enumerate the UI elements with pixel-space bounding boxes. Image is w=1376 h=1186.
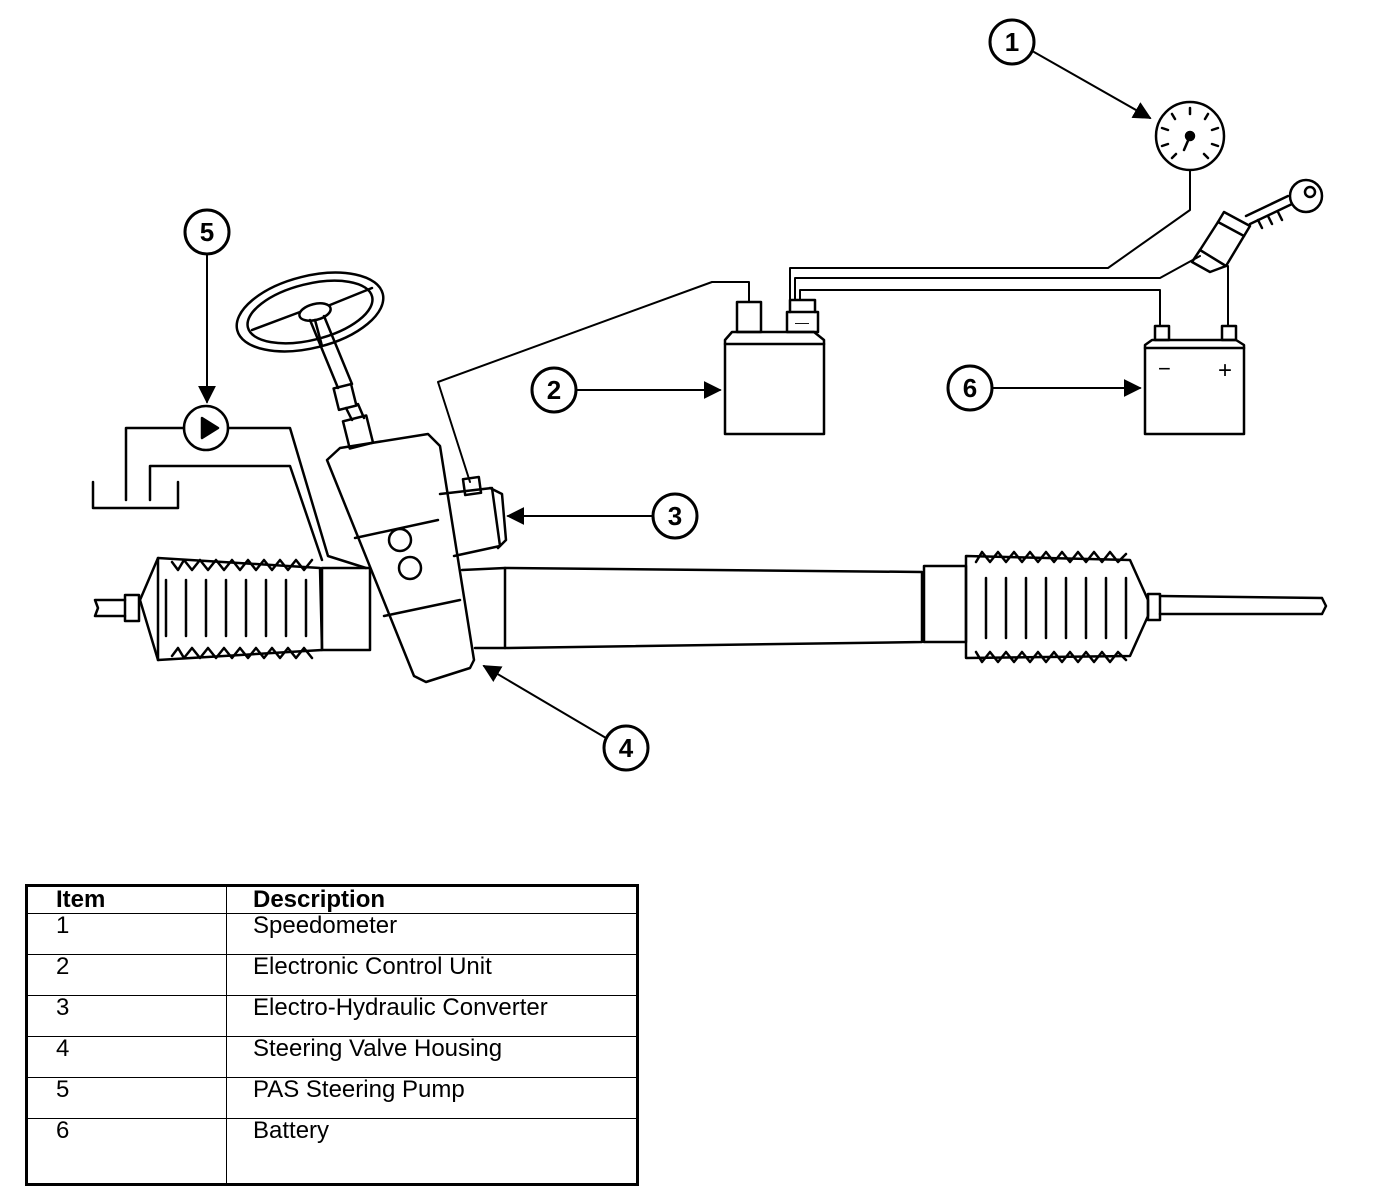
- legend-description: Electro-Hydraulic Converter: [226, 995, 636, 1037]
- ignition-switch: [1190, 210, 1252, 274]
- legend-table: Item Description 1 Speedometer 2 Electro…: [25, 884, 639, 1186]
- legend-row: 2 Electronic Control Unit: [28, 954, 636, 996]
- steering-rack: [93, 550, 1328, 664]
- speedometer-gauge: [1154, 100, 1226, 172]
- legend-description: Electronic Control Unit: [226, 954, 636, 996]
- svg-text:6: 6: [963, 373, 977, 403]
- legend-row: 6 Battery: [28, 1117, 636, 1183]
- legend-header-description: Description: [226, 887, 636, 914]
- legend-description: Speedometer: [226, 913, 636, 955]
- legend-item: 2: [28, 954, 227, 996]
- legend-description: Steering Valve Housing: [226, 1036, 636, 1078]
- legend-row: 4 Steering Valve Housing: [28, 1036, 636, 1078]
- battery-minus-sign: −: [1158, 356, 1171, 381]
- ecu-connector-minus: —: [795, 314, 809, 330]
- pas-pump: [91, 404, 368, 570]
- legend-item: 6: [28, 1118, 227, 1183]
- battery: − +: [1143, 324, 1246, 436]
- callout-2: 2: [530, 366, 722, 414]
- svg-text:1: 1: [1005, 27, 1019, 57]
- ignition-key: [1244, 178, 1324, 230]
- legend-description: PAS Steering Pump: [226, 1077, 636, 1119]
- callout-3: 3: [506, 492, 699, 540]
- legend-row: 3 Electro-Hydraulic Converter: [28, 995, 636, 1037]
- svg-text:2: 2: [547, 375, 561, 405]
- legend-item: 5: [28, 1077, 227, 1119]
- legend-header-row: Item Description: [28, 887, 636, 914]
- steering-wheel: [235, 271, 385, 450]
- legend-item: 1: [28, 913, 227, 955]
- steering-valve-housing: [325, 432, 508, 684]
- electronic-control-unit: —: [723, 298, 826, 436]
- legend-description: Battery: [253, 1117, 330, 1144]
- legend-row: 1 Speedometer: [28, 913, 636, 955]
- callout-1: 1: [988, 18, 1152, 119]
- steering-system-diagram: — − + 1: [91, 18, 1328, 772]
- legend-header-item: Item: [28, 887, 227, 914]
- battery-plus-sign: +: [1218, 357, 1232, 384]
- callout-6: 6: [946, 364, 1142, 412]
- svg-text:5: 5: [200, 217, 214, 247]
- legend-item: 3: [28, 995, 227, 1037]
- callout-4: 4: [482, 665, 650, 772]
- wiring-harness: [437, 169, 1229, 483]
- legend-item: 4: [28, 1036, 227, 1078]
- svg-text:3: 3: [668, 501, 682, 531]
- legend-row: 5 PAS Steering Pump: [28, 1077, 636, 1119]
- callout-5: 5: [183, 208, 231, 404]
- svg-text:4: 4: [619, 733, 634, 763]
